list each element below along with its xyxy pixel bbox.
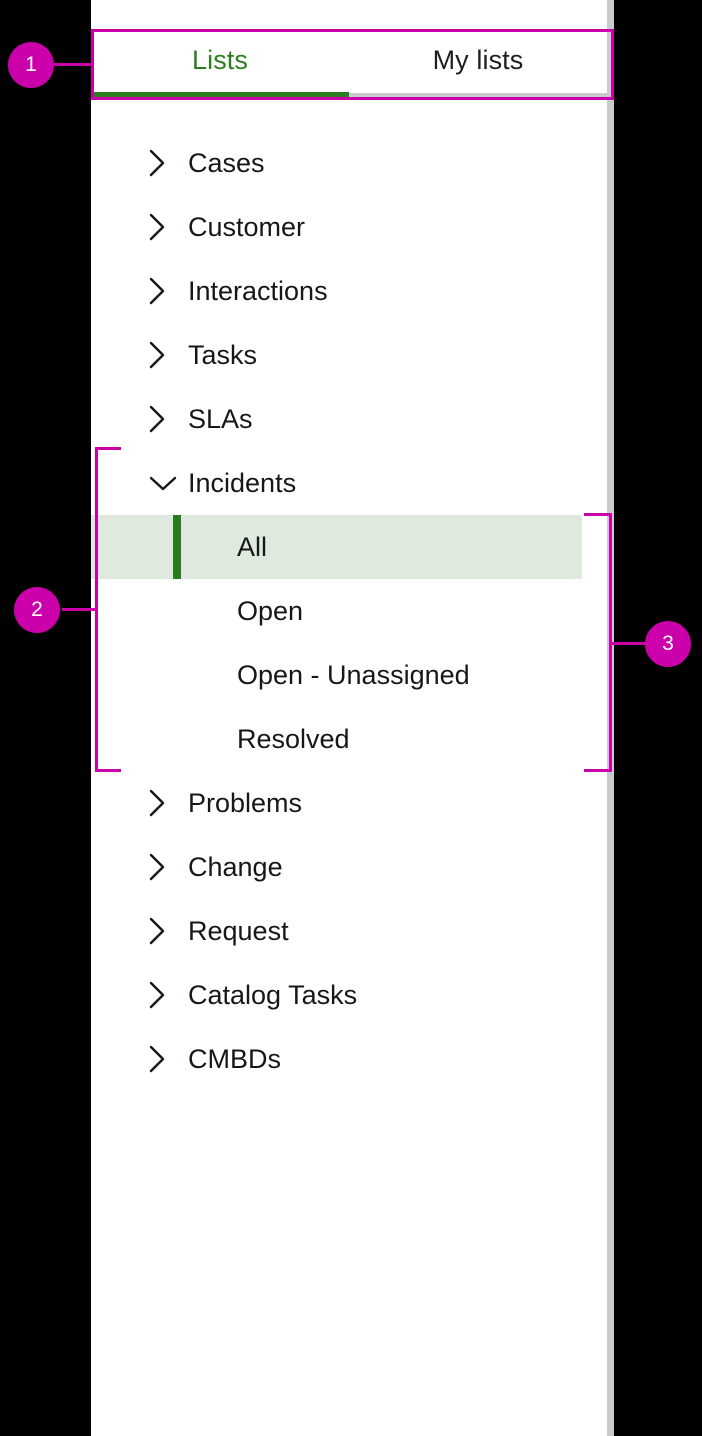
- nav-group-cases: Cases: [91, 131, 607, 195]
- nav-group-cmbds: CMBDs: [91, 1027, 607, 1091]
- tab-my-lists-label: My lists: [432, 44, 524, 75]
- nav-item-cmbds[interactable]: CMBDs: [91, 1027, 607, 1091]
- nav-item-incidents[interactable]: Incidents: [91, 451, 607, 515]
- chevron-right-icon[interactable]: [148, 148, 188, 178]
- nav-subitem-all[interactable]: All: [91, 515, 582, 579]
- annotation-leader-3: [609, 642, 648, 645]
- tab-bar: Lists My lists: [91, 29, 607, 99]
- tab-lists-label: Lists: [191, 44, 249, 75]
- chevron-right-icon[interactable]: [148, 788, 188, 818]
- nav-item-change[interactable]: Change: [91, 835, 607, 899]
- chevron-down-icon[interactable]: [148, 473, 188, 493]
- chevron-right-icon[interactable]: [148, 1044, 188, 1074]
- chevron-right-icon[interactable]: [148, 852, 188, 882]
- chevron-right-icon[interactable]: [148, 404, 188, 434]
- panel-scrollbar[interactable]: [607, 0, 614, 1436]
- selected-indicator-bar: [173, 515, 181, 579]
- chevron-right-icon[interactable]: [148, 916, 188, 946]
- nav-item-label: Incidents: [188, 467, 297, 498]
- nav-item-cases[interactable]: Cases: [91, 131, 607, 195]
- annotation-badge-1: 1: [8, 42, 54, 88]
- tab-my-lists[interactable]: My lists: [349, 29, 607, 99]
- nav-subitem-label: Open - Unassigned: [237, 659, 470, 690]
- annotation-badge-2: 2: [14, 587, 60, 633]
- nav-item-label: CMBDs: [188, 1043, 281, 1074]
- nav-item-label: Change: [188, 851, 283, 882]
- nav-subitem-label: Resolved: [237, 723, 350, 754]
- nav-list: Cases Customer Interactions: [91, 131, 607, 1091]
- nav-group-catalog-tasks: Catalog Tasks: [91, 963, 607, 1027]
- nav-group-slas: SLAs: [91, 387, 607, 451]
- tab-my-lists-underline: [349, 93, 607, 99]
- nav-item-label: Catalog Tasks: [188, 979, 358, 1010]
- nav-item-label: Problems: [188, 787, 303, 818]
- nav-item-slas[interactable]: SLAs: [91, 387, 607, 451]
- nav-group-request: Request: [91, 899, 607, 963]
- nav-item-problems[interactable]: Problems: [91, 771, 607, 835]
- nav-item-label: Cases: [188, 147, 265, 178]
- nav-group-tasks: Tasks: [91, 323, 607, 387]
- nav-item-request[interactable]: Request: [91, 899, 607, 963]
- nav-subitem-label: All: [237, 531, 268, 562]
- nav-group-interactions: Interactions: [91, 259, 607, 323]
- nav-group-change: Change: [91, 835, 607, 899]
- nav-subitem-open-unassigned[interactable]: Open - Unassigned: [91, 643, 607, 707]
- incidents-children: All Open Open - Unassigned Resolved: [91, 515, 607, 771]
- chevron-right-icon[interactable]: [148, 980, 188, 1010]
- nav-item-label: Interactions: [188, 275, 328, 306]
- nav-item-customer[interactable]: Customer: [91, 195, 607, 259]
- nav-group-incidents: Incidents All Open Open - Unassigned Res…: [91, 451, 607, 771]
- annotation-badge-3: 3: [645, 621, 691, 667]
- nav-subitem-open[interactable]: Open: [91, 579, 607, 643]
- chevron-right-icon[interactable]: [148, 276, 188, 306]
- nav-subitem-label: Open: [237, 595, 304, 626]
- nav-subitem-resolved[interactable]: Resolved: [91, 707, 607, 771]
- annotation-leader-1: [54, 63, 94, 66]
- nav-item-label: Customer: [188, 211, 306, 242]
- list-navigation-panel: Lists My lists Cases Customer: [91, 0, 614, 1436]
- tab-lists-underline: [91, 92, 349, 99]
- nav-group-customer: Customer: [91, 195, 607, 259]
- nav-item-label: Request: [188, 915, 289, 946]
- nav-item-tasks[interactable]: Tasks: [91, 323, 607, 387]
- chevron-right-icon[interactable]: [148, 340, 188, 370]
- nav-item-label: Tasks: [188, 339, 258, 370]
- nav-item-catalog-tasks[interactable]: Catalog Tasks: [91, 963, 607, 1027]
- tab-lists[interactable]: Lists: [91, 29, 349, 99]
- nav-group-problems: Problems: [91, 771, 607, 835]
- nav-item-interactions[interactable]: Interactions: [91, 259, 607, 323]
- nav-item-label: SLAs: [188, 403, 253, 434]
- chevron-right-icon[interactable]: [148, 212, 188, 242]
